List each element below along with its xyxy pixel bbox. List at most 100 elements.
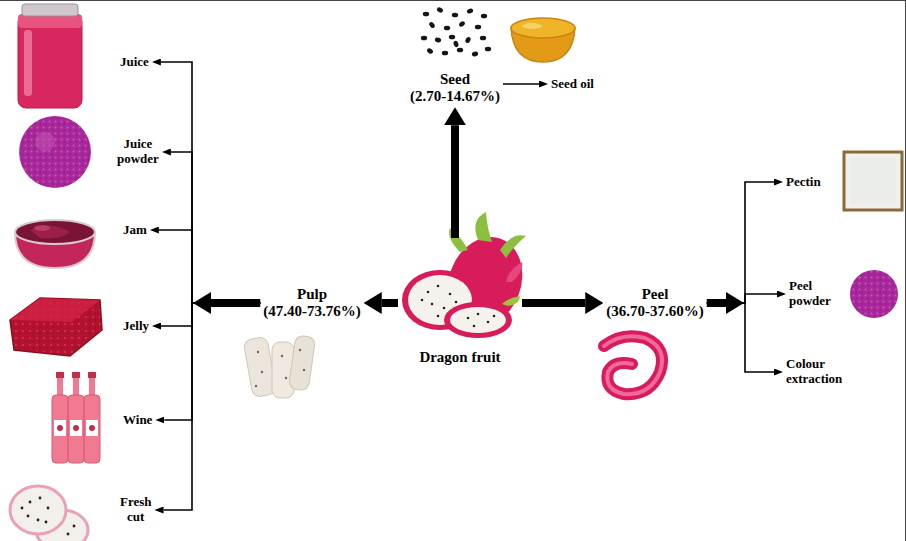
- dragon-fruit: [427, 291, 430, 294]
- seed-pile: [421, 6, 491, 57]
- seed-oil-bowl: [522, 23, 542, 29]
- seed-pile: [453, 40, 460, 48]
- jam-bowl: [30, 225, 70, 238]
- product-label: Peel powder: [786, 277, 834, 311]
- fresh-cut-slices: [39, 497, 42, 500]
- node-text: Pectin: [786, 175, 821, 190]
- pectin-sample: [844, 152, 902, 210]
- dragon-fruit: [443, 307, 446, 310]
- fresh-cut-slices: [29, 501, 32, 504]
- juice-jar: [24, 30, 32, 96]
- dragon-fruit: [506, 262, 522, 282]
- fresh-cut-slices: [10, 486, 66, 534]
- node-text: (2.70-14.67%): [410, 88, 500, 105]
- peel-powder-sample: [850, 270, 898, 318]
- product-label: Juice powder: [114, 135, 162, 169]
- node-text: Fresh cut: [120, 495, 152, 525]
- wine-bottles: [72, 372, 80, 378]
- juice-jar: [18, 14, 82, 108]
- dragon-fruit: [473, 325, 476, 328]
- seed-pile: [457, 48, 463, 53]
- seed-pile: [480, 36, 486, 41]
- jelly-block: [10, 298, 100, 322]
- seed-pile: [458, 20, 466, 28]
- fresh-cut-slices: [73, 525, 76, 528]
- wine-bottles: [57, 377, 63, 397]
- dragon-fruit: [487, 321, 490, 324]
- trunk-arrow: [211, 299, 260, 307]
- dragon-fruit: [500, 235, 526, 258]
- seed-pile: [449, 35, 455, 40]
- jelly-block: [10, 298, 102, 356]
- jam-bowl: [15, 220, 95, 268]
- frame-line: [0, 0, 906, 1]
- frame-line: [905, 0, 906, 541]
- arrow-connector: [161, 303, 260, 326]
- seed-pile: [471, 51, 479, 58]
- peel-curl: [604, 336, 662, 394]
- pectin-sample: [844, 152, 902, 210]
- seed-pile: [444, 26, 450, 31]
- wine-bottles: [86, 420, 98, 436]
- node-text: Juice: [120, 55, 149, 70]
- dragon-fruit: [437, 285, 440, 288]
- fresh-cut-slices: [10, 486, 88, 541]
- arrow-connector: [161, 62, 260, 303]
- pulp-pieces: [257, 351, 259, 353]
- juice-jar: [18, 4, 82, 108]
- peel-powder-sample: [850, 270, 898, 318]
- pulp-pieces: [281, 355, 283, 357]
- dragon-fruit: [450, 307, 506, 333]
- dragon-fruit: [502, 296, 520, 306]
- node-text: Seed oil: [551, 77, 594, 92]
- seed-pile: [466, 8, 474, 15]
- arrow-connector: [707, 294, 777, 303]
- product-label: Juice: [117, 53, 152, 72]
- wine-bottles: [52, 372, 100, 463]
- seed-pile: [436, 6, 444, 13]
- arrow-connector: [164, 303, 261, 510]
- pulp-pieces: [288, 335, 315, 391]
- seed-pile: [434, 37, 442, 44]
- product-label: Fresh cut: [117, 493, 155, 527]
- part-label: Seed(2.70-14.67%): [407, 69, 503, 108]
- seed-oil-bowl: [511, 18, 575, 38]
- seed-pile: [464, 36, 471, 44]
- product-label: Jelly: [120, 317, 152, 336]
- dragon-fruit: [449, 293, 452, 296]
- seed-pile: [423, 12, 429, 17]
- fruit-label: Dragon fruit: [398, 238, 522, 368]
- jam-bowl: [15, 220, 95, 244]
- fresh-cut-slices: [45, 521, 48, 524]
- seed-pile: [452, 13, 458, 18]
- seed-pile: [485, 47, 491, 52]
- arrow-connector: [171, 152, 260, 303]
- pulp-pieces: [303, 369, 305, 371]
- product-label: Jam: [120, 221, 150, 240]
- fresh-cut-slices: [37, 519, 40, 522]
- dragon-fruit: [402, 212, 535, 338]
- dragon-fruit: [444, 302, 512, 338]
- pulp-pieces: [255, 385, 257, 387]
- product-label: Pectin: [783, 173, 824, 192]
- pulp-pieces: [299, 349, 301, 351]
- wine-bottles: [73, 425, 79, 431]
- juice-powder: [19, 116, 91, 188]
- pectin-sample: [850, 158, 896, 204]
- node-text: Jam: [123, 223, 147, 238]
- arrow-connector: [522, 299, 585, 307]
- arrow-connector: [451, 125, 459, 238]
- node-text: Colour extraction: [786, 357, 842, 387]
- wine-bottles: [88, 372, 96, 378]
- node-text: Wine: [123, 413, 152, 428]
- part-label: Peel(36.70-37.60%): [603, 284, 707, 323]
- arrow-connector: [503, 83, 539, 85]
- product-label: Seed oil: [548, 75, 597, 94]
- wine-bottles: [56, 372, 64, 378]
- arrow-connector: [159, 230, 260, 303]
- seed-pile: [426, 47, 434, 54]
- seed-pile: [421, 36, 427, 41]
- fresh-cut-slices: [47, 507, 50, 510]
- juice-jar: [22, 4, 78, 16]
